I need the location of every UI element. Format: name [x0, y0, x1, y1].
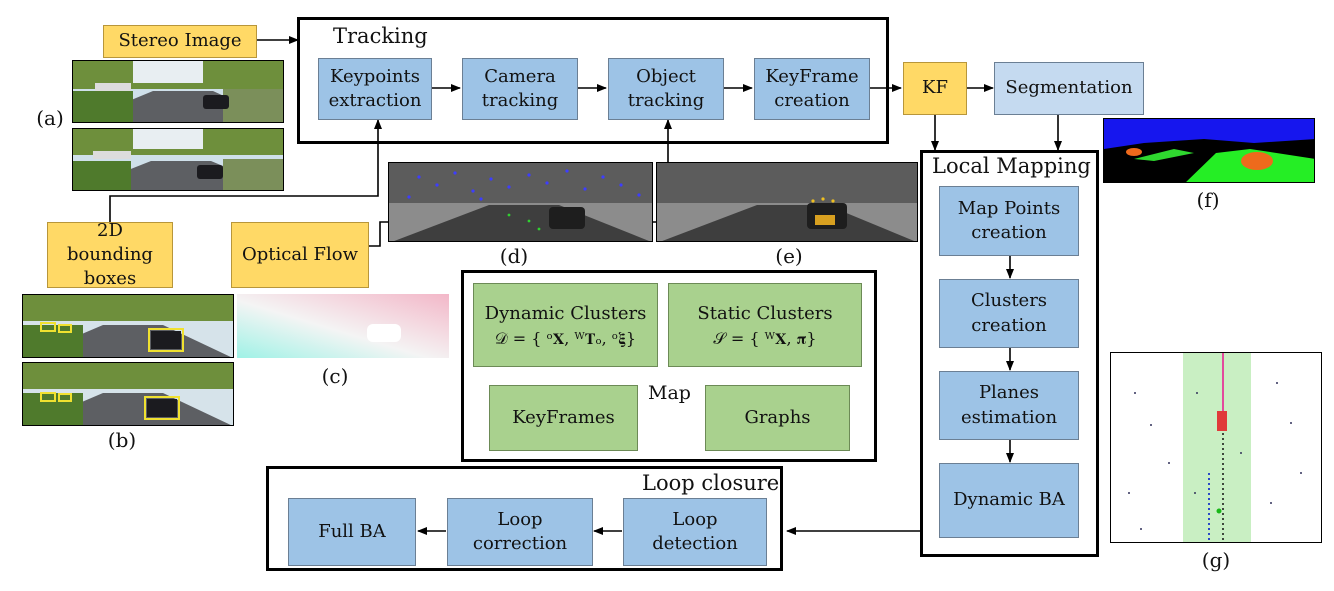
- full-ba-node: Full BA: [288, 498, 416, 566]
- keypoints-photo: [388, 162, 653, 242]
- local-mapping-group: [920, 150, 1099, 557]
- graphs-node: Graphs: [705, 385, 850, 451]
- local-mapping-title: Local Mapping: [932, 154, 1091, 178]
- arrow-bboxes-to-keypoints: [109, 119, 382, 222]
- map-points-creation-node: Map Points creation: [939, 186, 1079, 256]
- loop-closure-group: [266, 466, 783, 571]
- loop-detection-node: Loop detection: [623, 498, 767, 566]
- map-title: Map: [648, 382, 691, 404]
- segmentation-mask-image: [1103, 118, 1315, 183]
- stereo-left-photo: [72, 60, 284, 123]
- label-e: (e): [775, 244, 803, 268]
- dynamic-clusters-node: Dynamic Clusters 𝒟 = { ᵒ𝐗, ᵂ𝐓ₒ, ᵒ𝛏}: [473, 283, 658, 367]
- keyframe-creation-node: KeyFrame creation: [754, 58, 870, 120]
- label-a: (a): [36, 106, 64, 130]
- loop-correction-node: Loop correction: [447, 498, 593, 566]
- segmentation-node: Segmentation: [994, 62, 1144, 115]
- dynamic-ba-node: Dynamic BA: [939, 463, 1079, 538]
- dynamic-clusters-formula: 𝒟 = { ᵒ𝐗, ᵂ𝐓ₒ, ᵒ𝛏}: [494, 328, 637, 348]
- camera-tracking-node: Camera tracking: [462, 58, 578, 120]
- object-tracking-node: Object tracking: [608, 58, 724, 120]
- static-clusters-label: Static Clusters: [697, 303, 833, 325]
- optical-flow-image: [237, 294, 449, 358]
- tracking-title: Tracking: [333, 24, 428, 48]
- label-d: (d): [499, 244, 529, 268]
- optical-flow-node: Optical Flow: [231, 222, 369, 288]
- stereo-image-node: Stereo Image: [103, 25, 257, 58]
- detection-photo-bottom: [22, 362, 234, 426]
- planes-estimation-node: Planes estimation: [939, 371, 1079, 440]
- keyframes-node: KeyFrames: [489, 385, 638, 451]
- label-c: (c): [321, 364, 349, 388]
- static-clusters-node: Static Clusters 𝒮 = { ᵂ𝐗, 𝛑}: [668, 283, 862, 367]
- map-group: [461, 270, 877, 462]
- static-clusters-formula: 𝒮 = { ᵂ𝐗, 𝛑}: [713, 328, 817, 348]
- trajectory-map-image: [1110, 352, 1322, 543]
- loop-closure-title: Loop closure: [642, 471, 780, 495]
- dynamic-clusters-label: Dynamic Clusters: [484, 303, 647, 325]
- label-f: (f): [1196, 188, 1220, 212]
- keypoints-extraction-node: Keypoints extraction: [318, 58, 432, 120]
- object-tracking-photo: [656, 162, 918, 242]
- stereo-right-photo: [72, 128, 284, 191]
- bounding-boxes-node: 2D bounding boxes: [47, 220, 173, 289]
- detection-photo-top: [22, 294, 234, 358]
- label-g: (g): [1201, 548, 1231, 572]
- clusters-creation-node: Clusters creation: [939, 279, 1079, 348]
- kf-node: KF: [903, 62, 967, 115]
- tracking-group: [297, 17, 889, 144]
- label-b: (b): [107, 428, 137, 452]
